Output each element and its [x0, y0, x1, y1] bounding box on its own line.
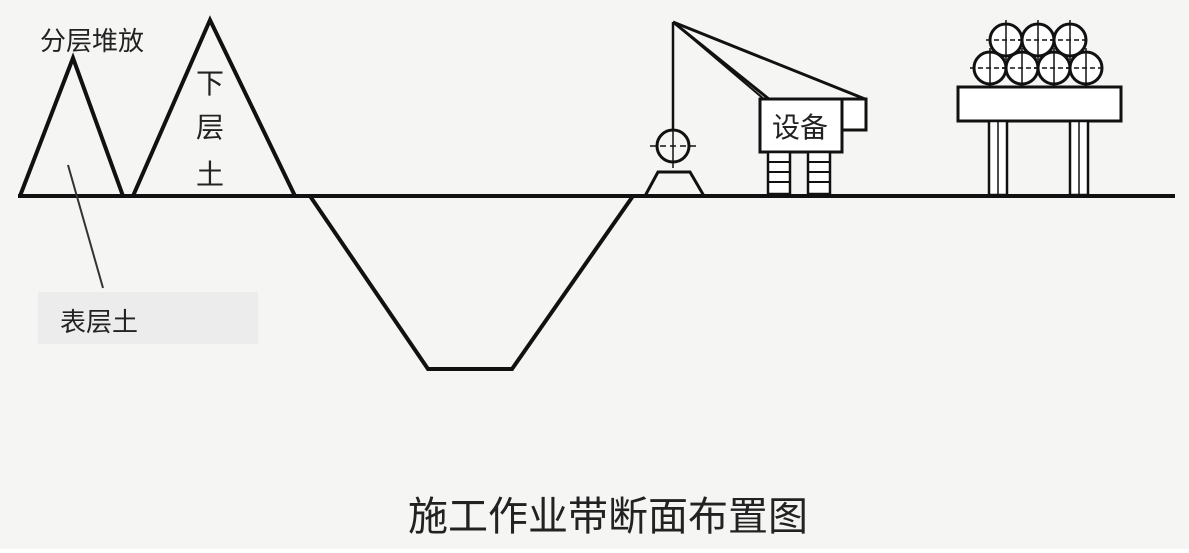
crane-equipment: 设备 [643, 20, 868, 197]
lower-soil-label-3: 土 [196, 158, 224, 191]
trench [308, 194, 635, 371]
crane-boom-mid [672, 21, 766, 101]
pipe-rack-platform [956, 85, 1123, 123]
lower-soil-label-1: 下 [196, 67, 224, 100]
crane-boom-upper [672, 20, 866, 101]
stacked-pipe [1018, 20, 1058, 60]
equipment-counterweight [840, 97, 868, 132]
stacked-pipe [1050, 20, 1090, 60]
lower-soil-label-2: 层 [196, 111, 224, 144]
surface-soil-leader [67, 164, 104, 289]
equipment-label: 设备 [772, 111, 828, 144]
pipe-support [643, 170, 706, 197]
layered-stacking-label: 分层堆放 [40, 27, 144, 57]
left-track [766, 150, 792, 196]
surface-soil-label: 表层土 [60, 308, 138, 338]
pipe-rack [956, 20, 1123, 197]
right-track [806, 150, 832, 196]
surface-soil-pile [18, 52, 125, 197]
equipment-body [758, 97, 844, 154]
surface-soil-label-box [38, 292, 258, 344]
diagram-caption: 施工作业带断面布置图 [408, 494, 808, 540]
lower-soil-pile [131, 15, 297, 197]
stacked-pipe [1066, 48, 1106, 88]
